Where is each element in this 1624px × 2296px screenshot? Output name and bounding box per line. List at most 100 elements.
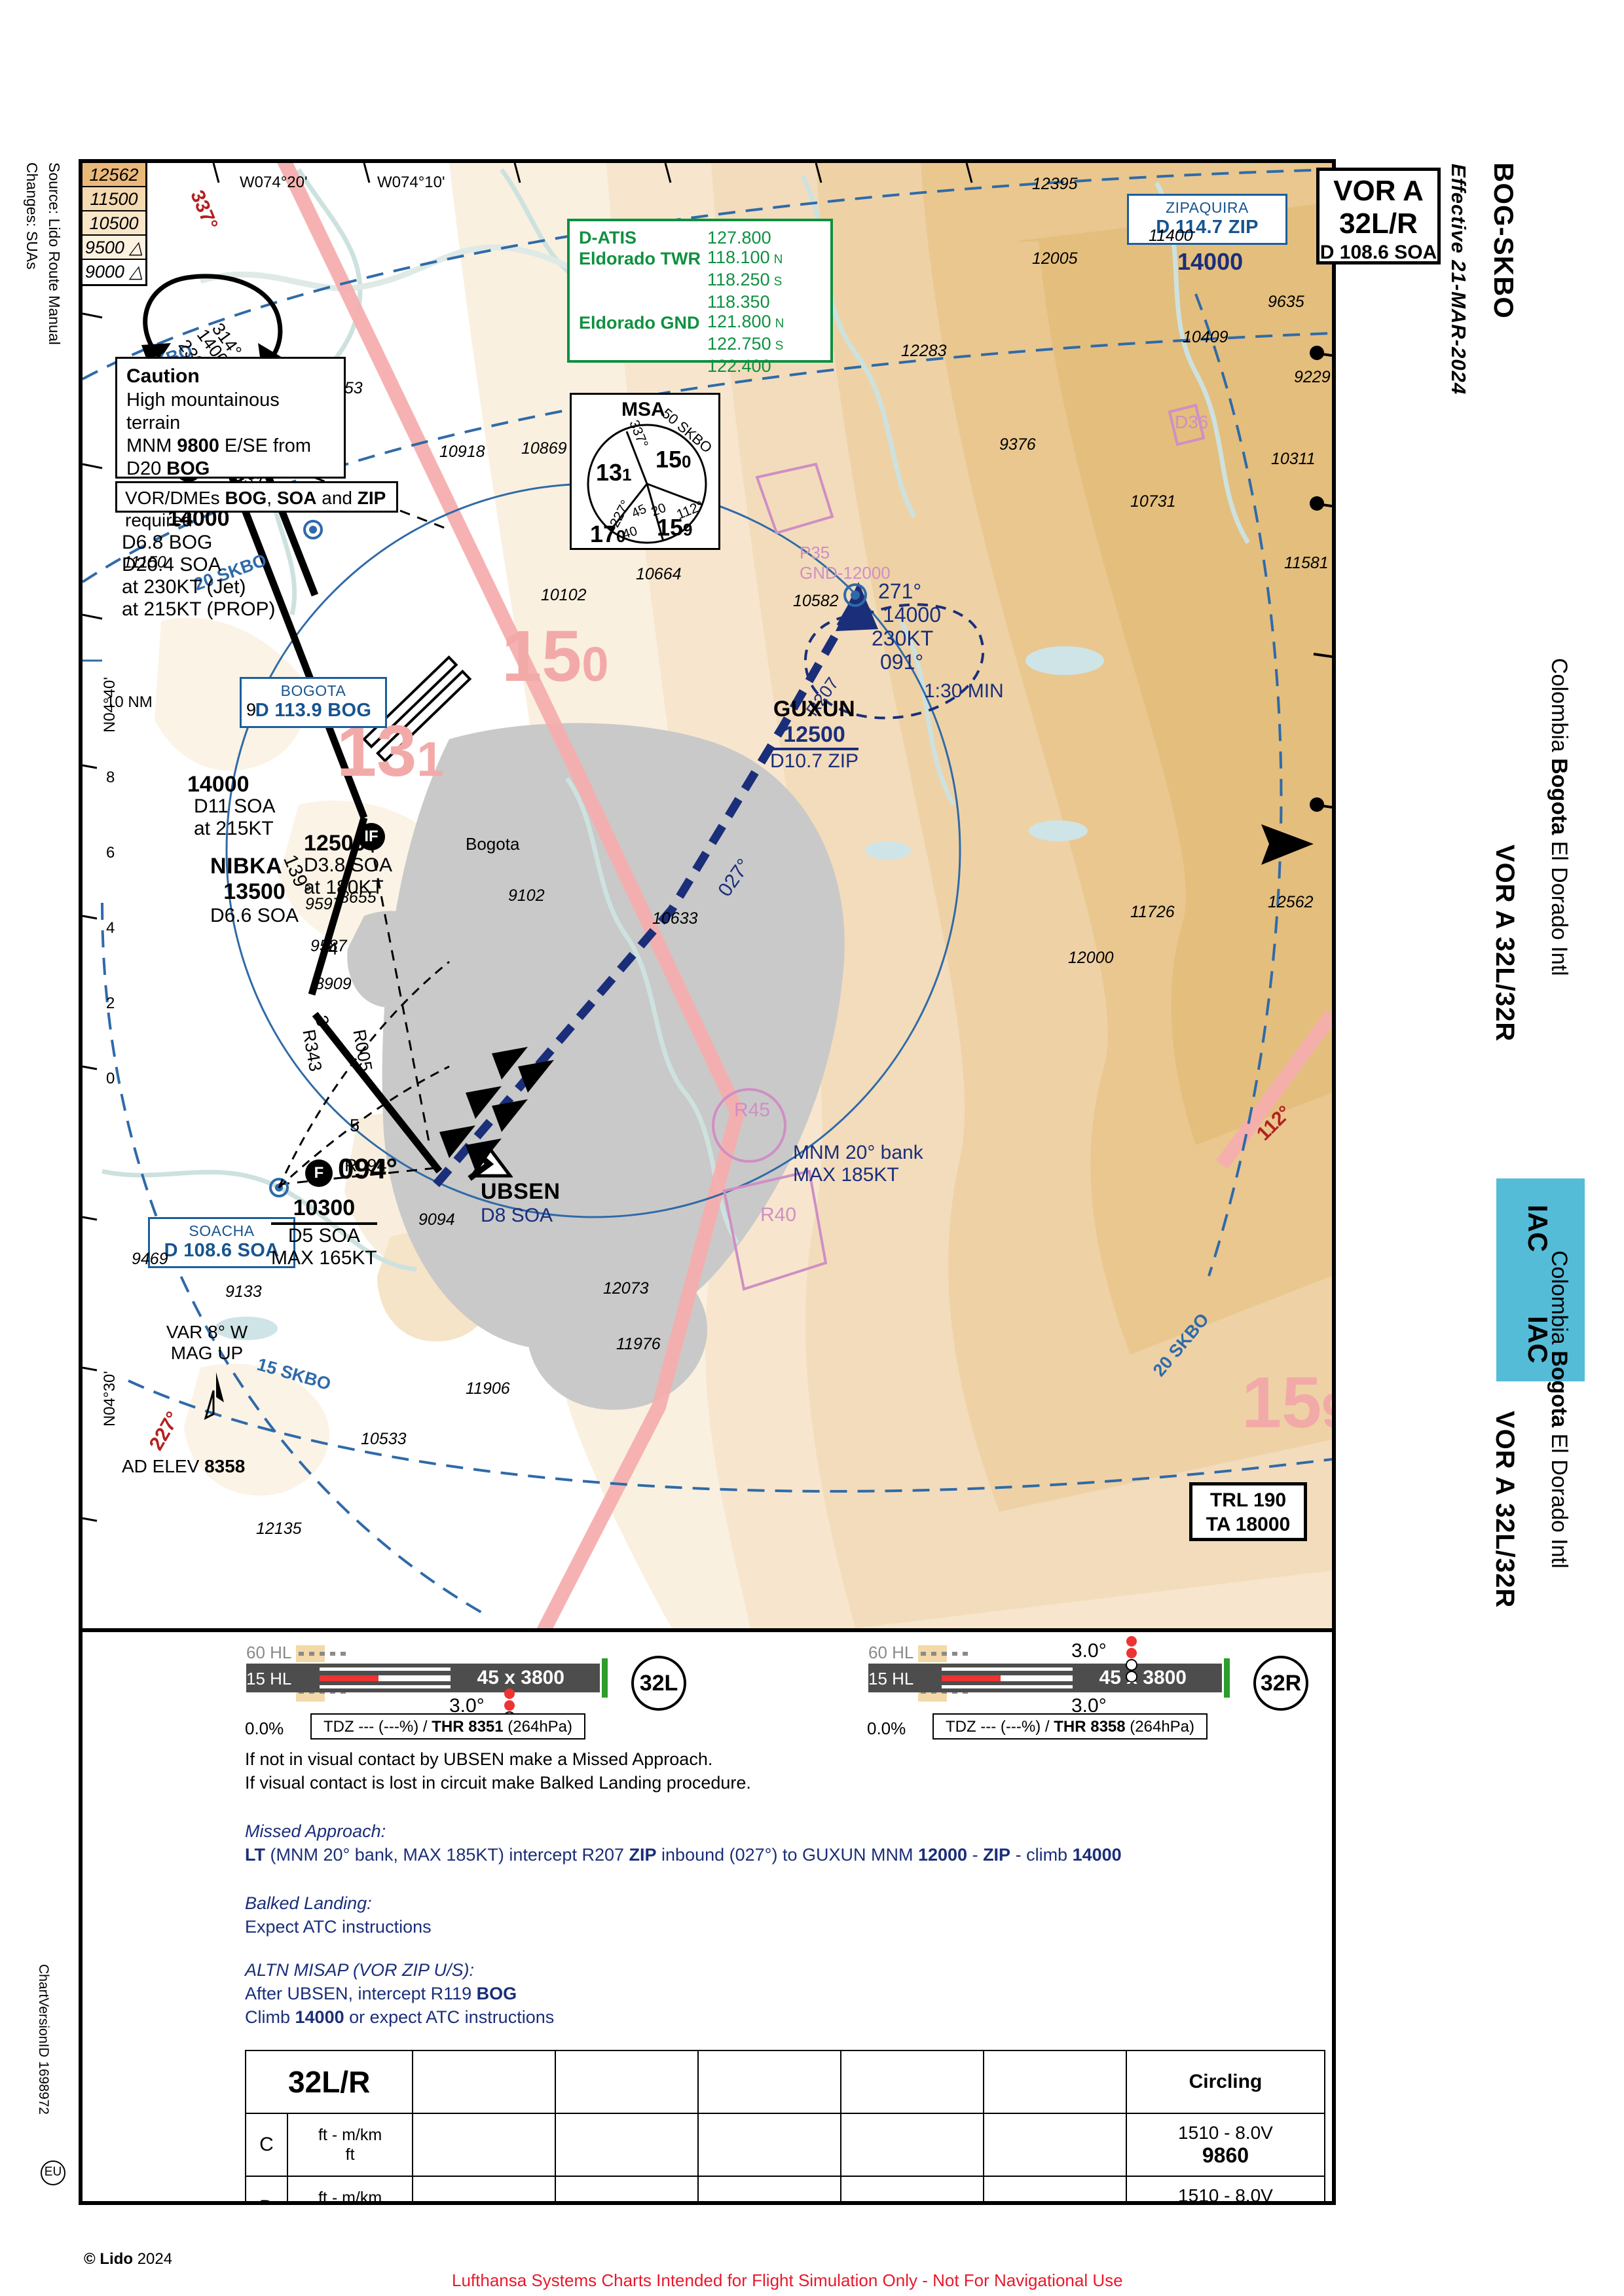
waypoint-guxun-sub: D10.7 ZIP: [770, 750, 859, 772]
spot-elev: 11726: [1130, 903, 1175, 921]
altn-misap-line1: After UBSEN, intercept R119 BOG: [245, 1982, 554, 2005]
thr-box-32l: TDZ --- (---%) / THR 8351 (264hPa): [310, 1713, 585, 1740]
spot-elev: 10533: [361, 1430, 407, 1448]
elev-legend-row: 9500 △: [83, 236, 145, 260]
altn-l2-bold: 14000: [295, 2007, 344, 2027]
spot-elev: 12283: [901, 342, 947, 360]
msa-131-small: 1: [622, 465, 632, 484]
vordme-soa: SOA: [276, 488, 317, 508]
caution-line3-bold: BOG: [166, 458, 210, 479]
tab-iac-block[interactable]: [1496, 1178, 1585, 1381]
eu-badge: EU: [41, 2160, 65, 2185]
navaid-box-zipaquira: ZIPAQUIRA D 114.7 ZIP: [1127, 194, 1287, 245]
glidepath-32l: 3.0°: [449, 1695, 485, 1717]
minima-cell-empty: [840, 2113, 984, 2177]
msa-159-big: 15: [657, 514, 684, 541]
trl-value: TRL 190: [1209, 1489, 1287, 1511]
msa-box: MSA 50 SKBO 337° 227° 112° 150 131 170 1…: [570, 393, 720, 550]
hl-bot-32r: 15 HL: [868, 1669, 914, 1688]
comm-freq-suffix: N: [773, 253, 783, 266]
spot-elev: 10633: [652, 909, 698, 928]
ta-value: TA 18000: [1206, 1514, 1291, 1535]
minima-col-empty: [982, 2050, 1127, 2114]
msa-170-small: 0: [616, 526, 626, 546]
minima-circling-header: Circling: [1125, 2050, 1326, 2114]
waypoint-amves-sub1: D6.8 BOG: [122, 532, 213, 553]
thr-pre-32l: TDZ --- (---%) /: [323, 1718, 432, 1736]
elev-legend-value: 10500: [89, 213, 139, 233]
msa-150-big: 15: [655, 446, 682, 473]
ubsen-fix-icon: [468, 1144, 513, 1181]
minima-cell-empty: [412, 2113, 557, 2177]
comm-row: 118.350: [579, 292, 790, 312]
msa-170-big: 17: [590, 520, 617, 547]
minima-col-empty: [555, 2050, 699, 2114]
spot-elev: 9133: [225, 1283, 262, 1301]
procedure-title-box: VOR A 32L/R D 108.6 SOA: [1316, 168, 1441, 264]
waypoint-nibka-name: NIBKA: [210, 854, 283, 879]
vordme-mid1: ,: [267, 488, 277, 508]
tab-iac-1[interactable]: IAC: [1522, 1205, 1553, 1252]
minima-col-empty: [840, 2050, 984, 2114]
spot-elev: 12005: [1032, 249, 1078, 268]
balked-landing-block: Balked Landing: Expect ATC instructions: [245, 1891, 432, 1939]
msa-diagram: [587, 424, 707, 544]
minima-units: ft - m/km ft: [286, 2176, 414, 2201]
coord-left-2: N04°30': [101, 1371, 119, 1427]
msa-map-150: 150: [502, 615, 609, 698]
thr-pre-32r: TDZ --- (---%) /: [945, 1718, 1054, 1736]
msa-map-131-small: 1: [416, 732, 444, 786]
ma-seg-3: inbound (027°) to GUXUN MNM: [656, 1845, 918, 1865]
comm-freq: 121.800: [707, 312, 771, 331]
comm-freq-cell: 127.800: [707, 228, 790, 247]
scale-label-10nm: 10 NM: [106, 693, 153, 711]
ad-elev: AD ELEV 8358: [122, 1456, 245, 1477]
caution-line2-bold: 9800: [177, 435, 219, 456]
comm-freq: 122.750: [707, 334, 771, 354]
hl-bot-32l: 15 HL: [246, 1669, 292, 1688]
airport-identifier: BOG-SKBO: [1488, 162, 1519, 319]
minima-circ-l1: 1510 - 8.0V: [1178, 2123, 1273, 2143]
right-city-text: Bogota: [1547, 758, 1572, 835]
segment-14000: 14000: [187, 772, 249, 797]
minima-table: 32L/R Circling C ft - m/km ft: [244, 2050, 1326, 2201]
copyright-name: Lido: [100, 2250, 134, 2268]
grad-32l: 0.0%: [245, 1719, 284, 1738]
restricted-d36: D36: [1175, 412, 1209, 432]
comm-label: D-ATIS: [579, 228, 637, 247]
runway-id-circle-32r: 32R: [1253, 1656, 1308, 1711]
spot-elev: 10731: [1130, 492, 1176, 511]
navaid-zip-name: ZIPAQUIRA: [1166, 199, 1249, 216]
minima-cell-empty: [840, 2176, 984, 2201]
minima-circling-cell: 1510 - 8.0V 9860: [1125, 2113, 1326, 2177]
right-country-city: Colombia Bogota El Dorado Intl: [1546, 658, 1572, 976]
runway-centerline-icon: [320, 1667, 451, 1688]
spot-elev: 9376: [999, 435, 1036, 454]
right-country-city-lower: Colombia Bogota El Dorado Intl: [1546, 1250, 1572, 1569]
waypoint-nibka-sub1: D6.6 SOA: [210, 905, 299, 926]
spot-elev: 8909: [315, 975, 352, 993]
msa-map-159-small: 9: [1321, 1383, 1332, 1438]
restricted-r45: R45: [734, 1099, 771, 1121]
waypoint-nibka-alt: 13500: [223, 879, 286, 904]
waypoint-ubsen-sub: D8 SOA: [481, 1205, 553, 1226]
msa-159-small: 9: [683, 520, 693, 539]
faf-badge: F: [305, 1159, 333, 1187]
waypoint-nibka: NIBKA 13500 D6.6 SOA: [210, 854, 299, 927]
scale-label-0: 0: [106, 1070, 115, 1087]
navaid-soacha-name: SOACHA: [189, 1222, 255, 1239]
effective-date: Effective 21-MAR-2024: [1447, 164, 1470, 395]
minima-cell-empty: [555, 2176, 699, 2201]
right-country-text-2: Colombia: [1547, 1250, 1572, 1345]
right-airport-text: El Dorado Intl: [1547, 841, 1572, 976]
right-airport-text-2: El Dorado Intl: [1547, 1433, 1572, 1569]
comm-freq: 118.100: [707, 247, 770, 267]
variation-line1: VAR 8° W: [166, 1322, 248, 1342]
balked-landing-text: Expect ATC instructions: [245, 1917, 432, 1937]
peak-icon: △: [129, 262, 143, 282]
minima-cell-empty: [982, 2176, 1127, 2201]
bank-note: MNM 20° bank MAX 185KT: [793, 1142, 923, 1186]
